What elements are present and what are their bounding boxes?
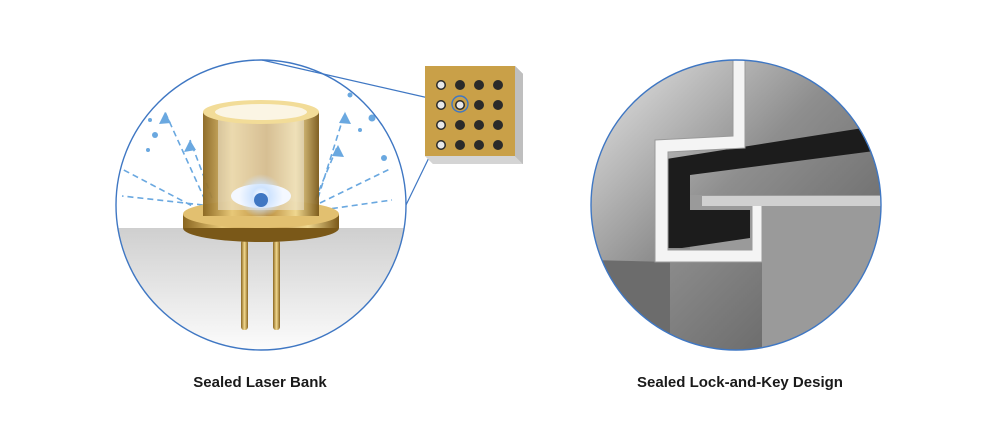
lock-and-key-seal-icon xyxy=(590,59,882,351)
laser-array-chip-icon xyxy=(425,66,523,164)
caption-sealed-laser-bank: Sealed Laser Bank xyxy=(193,374,327,391)
caption-sealed-lock-and-key-design: Sealed Lock-and-Key Design xyxy=(637,374,843,391)
laser-diode-icon xyxy=(115,59,407,351)
